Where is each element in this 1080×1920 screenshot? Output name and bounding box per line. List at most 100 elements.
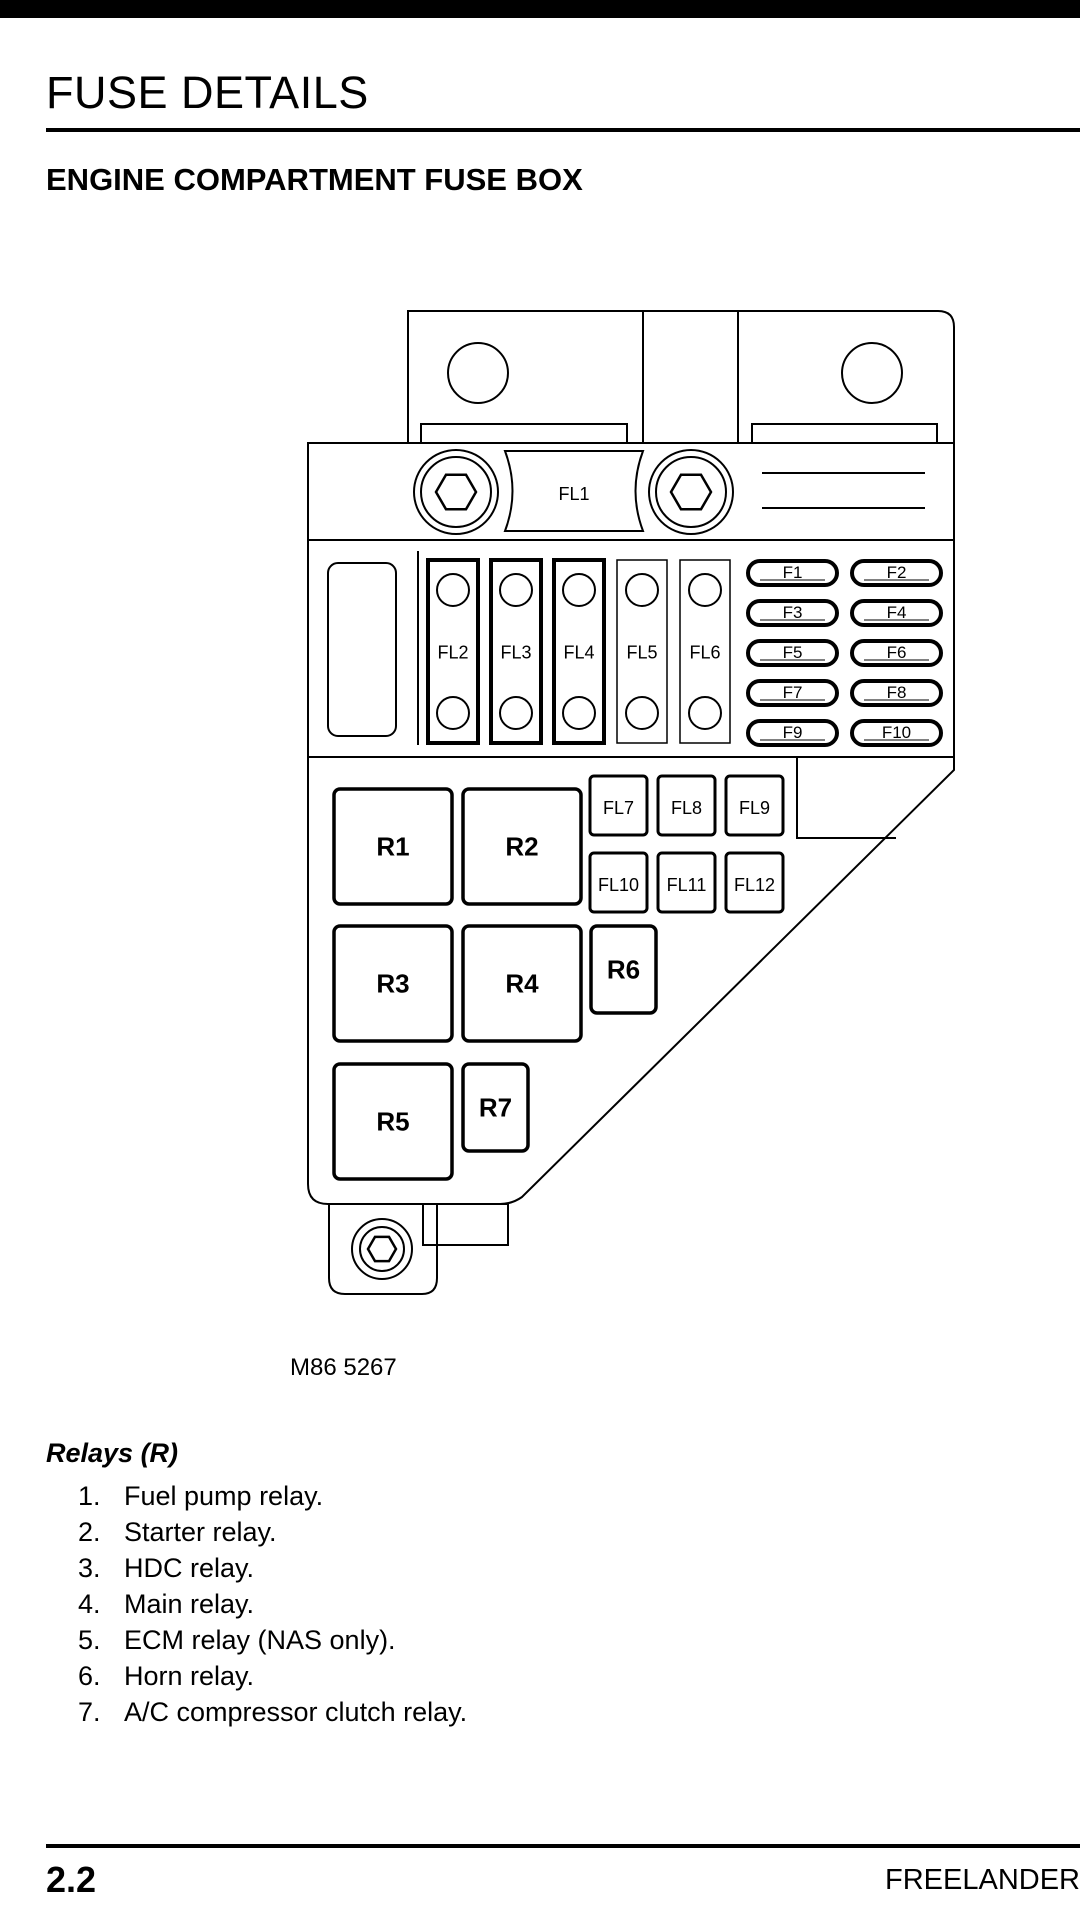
fusible-link: FL2 bbox=[426, 558, 480, 745]
fuse-box-body bbox=[307, 442, 955, 1205]
bolt-hex bbox=[366, 1235, 398, 1263]
relay-label: R6 bbox=[607, 955, 640, 985]
list-text: Horn relay. bbox=[124, 1661, 255, 1691]
list-item: 1.Fuel pump relay. bbox=[78, 1478, 467, 1514]
list-item: 2.Starter relay. bbox=[78, 1514, 467, 1550]
list-text: HDC relay. bbox=[124, 1553, 255, 1583]
terminal-bolt bbox=[413, 449, 499, 535]
fl1-fuse-body bbox=[503, 450, 645, 532]
square-fuse-label: FL10 bbox=[598, 875, 639, 895]
footer-rule bbox=[46, 1844, 1080, 1848]
mini-fuse: F9 bbox=[746, 719, 839, 747]
mini-fuse: F2 bbox=[850, 559, 943, 587]
top-bracket bbox=[407, 310, 955, 443]
list-number: 5. bbox=[78, 1625, 101, 1655]
relay-label: R3 bbox=[376, 969, 409, 999]
fusible-link: FL5 bbox=[616, 559, 668, 744]
mini-fuse-label: F6 bbox=[887, 643, 907, 662]
relay-label: R4 bbox=[505, 969, 539, 999]
section-heading: ENGINE COMPARTMENT FUSE BOX bbox=[46, 162, 583, 197]
mini-fuse-label: F3 bbox=[783, 603, 803, 622]
relay: R5 bbox=[332, 1062, 454, 1181]
book-title: FREELANDER bbox=[885, 1864, 1080, 1896]
list-item: 4.Main relay. bbox=[78, 1586, 467, 1622]
bolt-hex bbox=[434, 473, 478, 511]
fusible-link: FL4 bbox=[552, 558, 606, 745]
page-title: FUSE DETAILS bbox=[46, 67, 369, 118]
relay-label: R1 bbox=[376, 832, 409, 862]
mounting-hole bbox=[447, 342, 509, 404]
bottom-tab bbox=[328, 1204, 438, 1295]
mini-fuse-label: F9 bbox=[783, 723, 803, 742]
corner-notch bbox=[796, 757, 896, 839]
fusible-link-label: FL2 bbox=[437, 643, 468, 663]
mini-fuse: F3 bbox=[746, 599, 839, 627]
list-text: A/C compressor clutch relay. bbox=[124, 1697, 468, 1727]
fusible-link: FL3 bbox=[489, 558, 543, 745]
mini-fuse: F7 bbox=[746, 679, 839, 707]
square-fuse-label: FL12 bbox=[734, 875, 775, 895]
mini-fuse-label: F5 bbox=[783, 643, 803, 662]
list-number: 7. bbox=[78, 1697, 101, 1727]
fusible-link-label: FL3 bbox=[500, 643, 531, 663]
mini-fuse-label: F7 bbox=[783, 683, 803, 702]
relay: R7 bbox=[461, 1062, 530, 1153]
square-fuse: FL12 bbox=[724, 851, 785, 914]
relay: R3 bbox=[332, 924, 454, 1043]
square-fuse-label: FL7 bbox=[603, 798, 634, 818]
fusible-link-label: FL5 bbox=[626, 643, 657, 663]
relay: R6 bbox=[589, 924, 658, 1015]
list-item: 5. ECM relay (NAS only). bbox=[78, 1622, 467, 1658]
list-item: 6. Horn relay. bbox=[78, 1658, 467, 1694]
relay: R4 bbox=[461, 924, 583, 1043]
relay-list-heading: Relays (R) bbox=[46, 1438, 179, 1468]
mini-fuse: F4 bbox=[850, 599, 943, 627]
list-number: 3. bbox=[78, 1553, 101, 1583]
list-item: 7. A/C compressor clutch relay. bbox=[78, 1694, 467, 1730]
list-number: 6. bbox=[78, 1661, 101, 1691]
terminal-bolt bbox=[420, 456, 492, 528]
list-text: ECM relay (NAS only). bbox=[124, 1625, 396, 1655]
fusible-link: FL6 bbox=[679, 559, 731, 744]
bottom-slot bbox=[422, 1203, 509, 1246]
top-bar bbox=[0, 0, 1080, 18]
terminal-bolt bbox=[655, 456, 727, 528]
square-fuse: FL9 bbox=[724, 774, 785, 837]
figure-code: M86 5267 bbox=[290, 1354, 397, 1381]
relay-list: 1.Fuel pump relay. 2.Starter relay. 3. HD… bbox=[78, 1478, 467, 1730]
fusible-link-label: FL6 bbox=[689, 643, 720, 663]
bracket-slot bbox=[420, 423, 628, 444]
mini-fuse: F6 bbox=[850, 639, 943, 667]
fusible-link-label: FL4 bbox=[563, 643, 594, 663]
page-number: 2.2 bbox=[46, 1859, 97, 1900]
square-fuse: FL7 bbox=[588, 774, 649, 837]
square-fuse: FL8 bbox=[656, 774, 717, 837]
mini-fuse-label: F10 bbox=[882, 723, 911, 742]
mini-fuse-label: F8 bbox=[887, 683, 907, 702]
relay: R1 bbox=[332, 787, 454, 906]
mini-fuse-label: F4 bbox=[887, 603, 907, 622]
mini-fuse: F1 bbox=[746, 559, 839, 587]
square-fuse-label: FL8 bbox=[671, 798, 702, 818]
mounting-hole bbox=[841, 342, 903, 404]
mini-fuse: F10 bbox=[850, 719, 943, 747]
list-text: Starter relay. bbox=[124, 1517, 277, 1547]
bottom-bolt bbox=[359, 1226, 405, 1272]
list-number: 4. bbox=[78, 1589, 101, 1619]
square-fuse: FL11 bbox=[656, 851, 717, 914]
mini-fuse: F5 bbox=[746, 639, 839, 667]
mini-fuse: F8 bbox=[850, 679, 943, 707]
square-fuse: FL10 bbox=[588, 851, 649, 914]
relay-label: R7 bbox=[479, 1093, 512, 1123]
mini-fuse-label: F1 bbox=[783, 563, 803, 582]
title-rule bbox=[46, 128, 1080, 132]
relay-label: R2 bbox=[505, 832, 538, 862]
list-text: Fuel pump relay. bbox=[124, 1481, 324, 1511]
bracket-slot bbox=[751, 423, 938, 444]
square-fuse-label: FL11 bbox=[667, 875, 707, 895]
mini-fuse-label: F2 bbox=[887, 563, 907, 582]
bolt-hex bbox=[669, 473, 713, 511]
fl1-label: FL1 bbox=[558, 484, 589, 504]
list-item: 3. HDC relay. bbox=[78, 1550, 467, 1586]
